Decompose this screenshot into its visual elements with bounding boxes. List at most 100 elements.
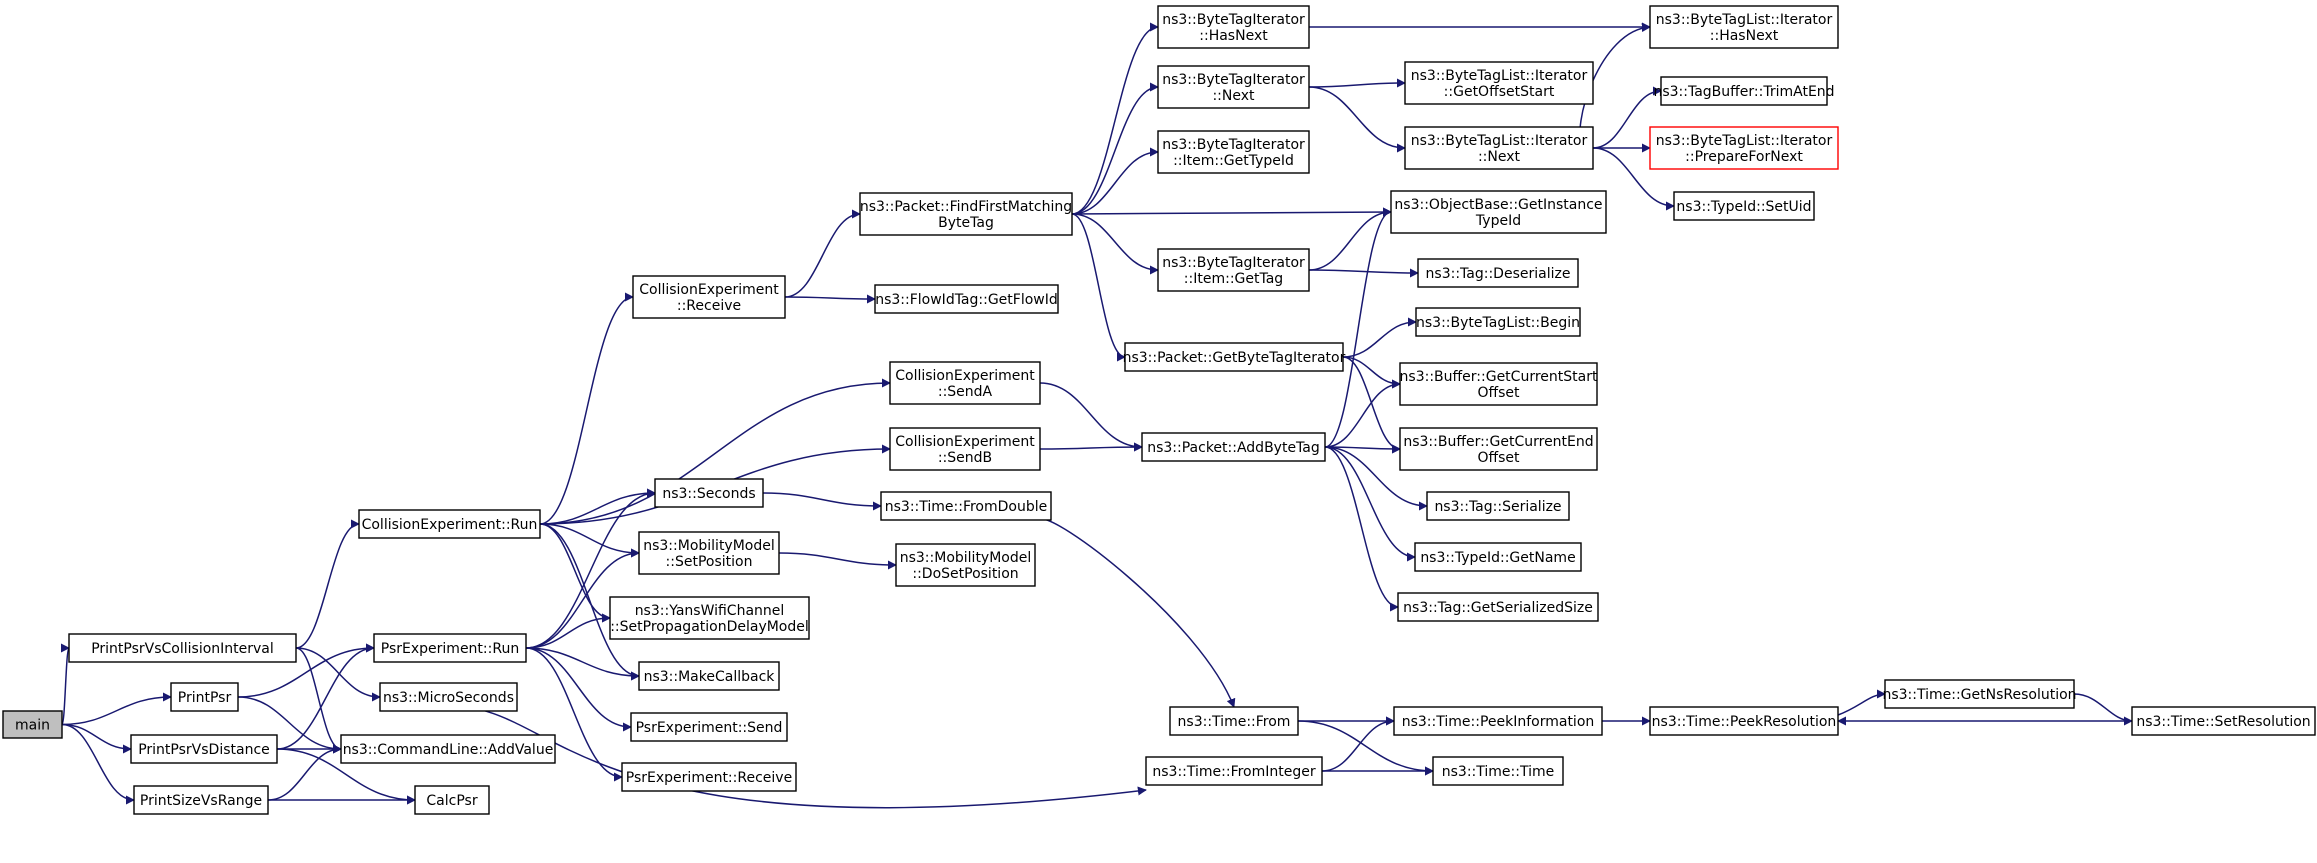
edge-timefrom-to-timetime: [1297, 720, 1434, 776]
node-addbytetag[interactable]: ns3::Packet::AddByteTag: [1141, 432, 1326, 462]
node-timefromint[interactable]: ns3::Time::FromInteger: [1145, 756, 1323, 786]
node-box: [170, 682, 239, 712]
edge-findfirst-to-btnext: [1071, 82, 1159, 215]
node-label: ::Next: [1212, 88, 1255, 104]
node-ppvci[interactable]: PrintPsrVsCollisionInterval: [68, 633, 297, 663]
node-label: ns3::Packet::FindFirstMatching: [860, 199, 1072, 215]
node-label: ByteTag: [938, 215, 994, 231]
node-box: [133, 785, 269, 815]
node-box: [1404, 126, 1594, 170]
node-label: ns3::YansWifiChannel: [635, 603, 785, 619]
node-box: [880, 491, 1052, 521]
node-box: [621, 762, 797, 792]
edge-ppvd-to-calcpsr: [276, 748, 416, 805]
node-typeidsetuid[interactable]: ns3::TypeId::SetUid: [1673, 191, 1815, 221]
node-btitemgettag[interactable]: ns3::ByteTagIterator::Item::GetTag: [1157, 248, 1310, 292]
node-label: ::SetPosition: [666, 554, 753, 570]
node-microseconds[interactable]: ns3::MicroSeconds: [379, 682, 518, 712]
node-label: ns3::ByteTagList::Iterator: [1656, 133, 1833, 149]
edge-psrrun-to-seconds: [525, 488, 656, 649]
edge-findfirst-to-getbytetagiter: [1071, 213, 1126, 362]
node-box: [1393, 706, 1603, 736]
node-cerecv[interactable]: CollisionExperiment::Receive: [632, 275, 786, 319]
node-cerun[interactable]: CollisionExperiment::Run: [358, 509, 541, 539]
edge-psrrun-to-mmsetpos: [525, 548, 640, 649]
node-peekinfo[interactable]: ns3::Time::PeekInformation: [1393, 706, 1603, 736]
edge-main-to-printpsr: [61, 692, 172, 726]
edge-main-to-psvr: [61, 723, 135, 805]
node-calcpsr[interactable]: CalcPsr: [414, 785, 490, 815]
node-label: PsrExperiment::Send: [636, 720, 783, 736]
node-btnext[interactable]: ns3::ByteTagIterator::Next: [1157, 65, 1310, 109]
node-tagser[interactable]: ns3::Tag::Serialize: [1426, 491, 1570, 521]
node-fromdouble[interactable]: ns3::Time::FromDouble: [880, 491, 1052, 521]
node-psrsend[interactable]: PsrExperiment::Send: [630, 712, 788, 742]
edge-ppvd-to-psrrun: [276, 643, 375, 750]
node-box: [1399, 427, 1598, 471]
node-seconds[interactable]: ns3::Seconds: [654, 478, 764, 508]
node-label: ns3::ObjectBase::GetInstance: [1394, 197, 1602, 213]
edge-psrrun-to-psrrecv: [525, 647, 623, 782]
node-btliterprepare[interactable]: ns3::ByteTagList::Iterator::PrepareForNe…: [1649, 126, 1839, 170]
node-mmsetpos[interactable]: ns3::MobilityModel::SetPosition: [638, 531, 780, 575]
node-makecb[interactable]: ns3::MakeCallback: [638, 661, 780, 691]
node-setres[interactable]: ns3::Time::SetResolution: [2131, 706, 2316, 736]
node-box: [1660, 76, 1828, 106]
node-box: [609, 596, 810, 640]
edge-findfirst-to-objgetinst: [1071, 207, 1392, 217]
node-cesenda[interactable]: CollisionExperiment::SendA: [889, 361, 1041, 405]
node-label: Offset: [1477, 385, 1520, 401]
node-label: ns3::ByteTagIterator: [1162, 255, 1305, 271]
node-btliterhasnext[interactable]: ns3::ByteTagList::Iterator::HasNext: [1649, 5, 1839, 49]
node-timefrom[interactable]: ns3::Time::From: [1169, 706, 1299, 736]
node-main[interactable]: main: [2, 710, 63, 739]
node-box: [1169, 706, 1299, 736]
node-box: [889, 361, 1041, 405]
edge-btliternext-to-typeidsetuid: [1592, 147, 1675, 211]
node-taggetsersize[interactable]: ns3::Tag::GetSerializedSize: [1397, 592, 1599, 622]
node-box: [1649, 706, 1839, 736]
node-getbytetagiter[interactable]: ns3::Packet::GetByteTagIterator: [1123, 342, 1346, 372]
node-yanssetprop[interactable]: ns3::YansWifiChannel::SetPropagationDela…: [609, 596, 810, 640]
node-btlitergetoffset[interactable]: ns3::ByteTagList::Iterator::GetOffsetSta…: [1404, 61, 1594, 105]
node-box: [1404, 61, 1594, 105]
node-btlbegin[interactable]: ns3::ByteTagList::Begin: [1415, 307, 1581, 337]
node-label: ns3::MicroSeconds: [383, 690, 514, 706]
node-tagbuftrim[interactable]: ns3::TagBuffer::TrimAtEnd: [1653, 76, 1835, 106]
node-flowid[interactable]: ns3::FlowIdTag::GetFlowId: [874, 284, 1059, 314]
node-label: ns3::ByteTagIterator: [1162, 72, 1305, 88]
node-label: ::GetOffsetStart: [1444, 84, 1555, 100]
node-label: ::Receive: [677, 298, 741, 314]
node-mmdosetpos[interactable]: ns3::MobilityModel::DoSetPosition: [895, 543, 1036, 587]
node-psrrun[interactable]: PsrExperiment::Run: [373, 633, 527, 663]
node-peekres[interactable]: ns3::Time::PeekResolution: [1649, 706, 1839, 736]
node-label: CollisionExperiment::Run: [362, 517, 538, 533]
node-box: [1390, 190, 1607, 234]
node-box: [895, 543, 1036, 587]
node-btitemtypeid[interactable]: ns3::ByteTagIterator::Item::GetTypeId: [1157, 130, 1310, 174]
node-bthasnext[interactable]: ns3::ByteTagIterator::HasNext: [1157, 5, 1310, 49]
node-timetime[interactable]: ns3::Time::Time: [1432, 756, 1564, 786]
node-tagdeser[interactable]: ns3::Tag::Deserialize: [1417, 258, 1579, 288]
node-btliternext[interactable]: ns3::ByteTagList::Iterator::Next: [1404, 126, 1594, 170]
node-cmdadd[interactable]: ns3::CommandLine::AddValue: [340, 734, 556, 764]
edge-psrrun-to-psrsend: [525, 647, 632, 732]
node-label: ns3::Packet::AddByteTag: [1147, 440, 1320, 456]
node-box: [2, 710, 63, 739]
node-psvr[interactable]: PrintSizeVsRange: [133, 785, 269, 815]
node-box: [1426, 491, 1570, 521]
node-cesendb[interactable]: CollisionExperiment::SendB: [889, 427, 1041, 471]
edge-cerun-to-seconds: [539, 488, 656, 525]
node-typeidgetname[interactable]: ns3::TypeId::GetName: [1414, 542, 1582, 572]
node-ppvd[interactable]: PrintPsrVsDistance: [130, 734, 278, 764]
node-label: ns3::MobilityModel: [643, 538, 775, 554]
node-printpsr[interactable]: PrintPsr: [170, 682, 239, 712]
node-getnsres[interactable]: ns3::Time::GetNsResolution: [1882, 679, 2077, 709]
node-psrrecv[interactable]: PsrExperiment::Receive: [621, 762, 797, 792]
node-label: ::SendA: [938, 384, 993, 400]
